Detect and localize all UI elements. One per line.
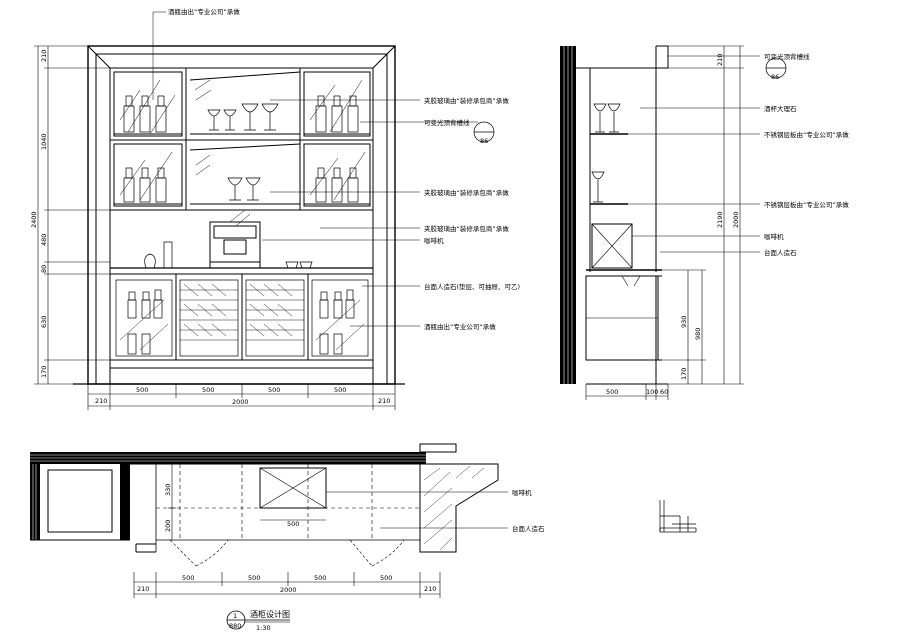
label-side-4: 咖啡机 [764,232,784,241]
front-dim-v-5: 170 [40,366,48,378]
label-side-0: 可变光顶背槽线 [764,52,810,61]
detail-symbol [659,500,697,533]
section-ref-side: 86 [771,73,779,81]
front-dim-h-5: 210 [378,397,390,405]
label-front-0: 酒瓶由出“专业公司”承做 [168,7,240,16]
plan-dim-v-1: 200 [164,520,172,532]
plan-dim-inner-w: 500 [287,520,299,528]
label-plan-1: 台面人造石 [512,524,545,533]
plan-dim-h-0: 210 [137,585,149,593]
section-ref-front: 86 [480,137,488,145]
front-dim-h-2: 500 [202,386,214,394]
plan-view [30,443,508,630]
side-dim-v-2: 2000 [732,211,740,228]
title-ref-top: 1 [233,612,237,620]
front-dim-v-2: 480 [40,234,48,246]
front-dim-v-0: 210 [40,50,48,62]
front-dim-v-1: 1040 [40,133,48,150]
label-front-4: 夹胶玻璃由“装修承包商”承做 [424,224,509,233]
front-dim-total-h: 2400 [30,211,38,228]
front-dim-h-4: 500 [334,386,346,394]
title-ref-bottom: 880 [229,622,241,630]
side-dim-v-1: 2190 [716,211,724,228]
side-dim-h-0: 500 [606,388,618,396]
front-dim-h-0: 210 [95,397,107,405]
plan-dim-h-5: 210 [424,585,436,593]
label-side-2: 不锈钢层板由“专业公司”承做 [764,130,849,139]
side-section [560,45,787,400]
label-front-7: 酒瓶由出“专业公司”承做 [424,322,496,331]
side-dim-v-0: 210 [716,54,724,66]
plan-view-text: 咖啡机 台面人造石 210 500 500 500 500 210 2000 3… [137,484,545,632]
front-dim-v-3: 80 [40,265,48,273]
plan-dim-total-w: 2000 [280,586,297,594]
label-side-5: 台面人造石 [764,248,797,257]
label-side-3: 不锈钢层板由“专业公司”承做 [764,200,849,209]
drawing-title: 酒柜设计图 [250,609,290,619]
side-dim-h-1: 100 [646,388,658,396]
label-front-6: 台面人造石(垫层、可抽屉、可乙) [424,282,520,291]
front-dim-v-4: 630 [40,316,48,328]
plan-dim-h-2: 500 [248,574,260,582]
side-dim-v-5: 170 [680,368,688,380]
plan-dim-h-3: 500 [314,574,326,582]
front-dim-h-1: 500 [136,386,148,394]
label-front-3: 夹胶玻璃由“装修承包商”承做 [424,188,509,197]
side-dim-v-4: 980 [694,328,702,340]
label-side-1: 酒杯大理石 [764,104,797,113]
front-elevation [34,11,495,410]
label-front-1: 夹胶玻璃由“装修承包商”承做 [424,96,509,105]
label-front-2: 可变光顶背槽线 [424,118,470,127]
front-elevation-text: 酒瓶由出“专业公司”承做 夹胶玻璃由“装修承包商”承做 可变光顶背槽线 夹胶玻璃… [30,7,520,406]
plan-dim-h-1: 500 [182,574,194,582]
plan-dim-v-0: 330 [164,484,172,496]
front-dim-h-3: 500 [268,386,280,394]
side-section-text: 可变光顶背槽线 酒杯大理石 不锈钢层板由“专业公司”承做 不锈钢层板由“专业公司… [606,52,849,396]
drawing-scale: 1:30 [256,624,271,632]
side-dim-h-2: 60 [660,388,668,396]
label-plan-0: 咖啡机 [512,488,532,497]
plan-dim-h-4: 500 [380,574,392,582]
label-front-5: 咖啡机 [424,236,444,245]
front-dim-total-w: 2000 [232,398,249,406]
side-dim-v-3: 930 [680,316,688,328]
